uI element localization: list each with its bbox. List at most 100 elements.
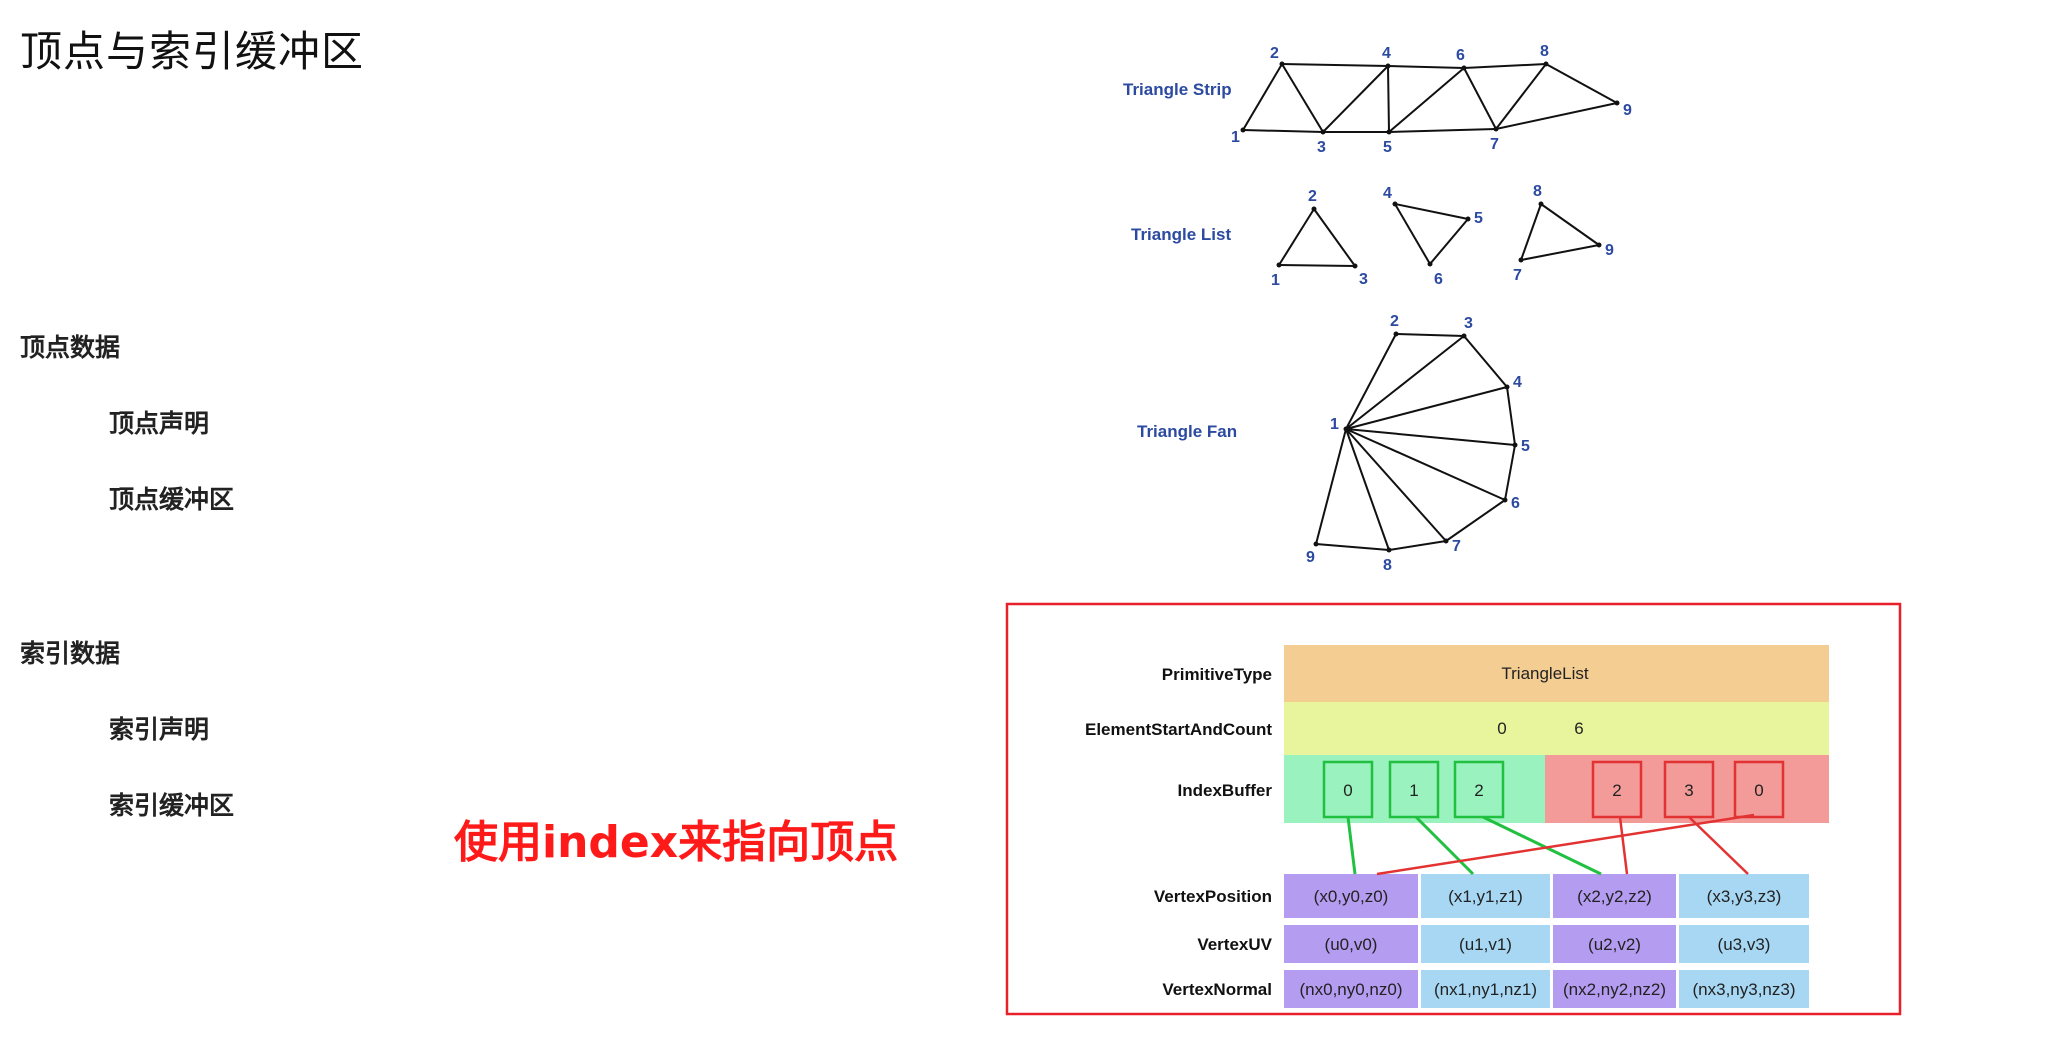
vertex-cell-value: (u1,v1) — [1459, 935, 1512, 954]
index-value: 0 — [1754, 781, 1763, 800]
vertex-dot — [1493, 126, 1499, 132]
outline-vertex-data: 顶点数据 — [20, 333, 121, 362]
vertex-label: 2 — [1270, 45, 1279, 62]
edge — [1345, 428, 1506, 501]
edge — [1388, 67, 1465, 133]
vertex-label: 3 — [1464, 315, 1473, 332]
vertex-label: 7 — [1490, 136, 1499, 153]
edge — [1315, 543, 1390, 551]
vertex-label: 5 — [1383, 139, 1392, 156]
edge — [1278, 264, 1356, 267]
edge — [1388, 128, 1497, 133]
vertex-label: 6 — [1511, 495, 1520, 512]
edge — [1345, 386, 1508, 430]
vertex-label: 4 — [1383, 185, 1392, 202]
row-label: PrimitiveType — [1162, 665, 1272, 684]
vertex-label: 6 — [1434, 271, 1443, 288]
vertex-cell-value: (x2,y2,z2) — [1577, 887, 1652, 906]
outline-index-data: 索引数据 — [20, 639, 121, 668]
vertex-label: 1 — [1330, 416, 1339, 433]
index-box — [1591, 760, 1643, 819]
edge — [1463, 63, 1547, 69]
vertex-dot — [1311, 206, 1317, 212]
vertex-dot — [1386, 129, 1392, 135]
vertex-cell — [1553, 874, 1676, 918]
vertex-cell — [1421, 970, 1550, 1008]
edge — [1395, 333, 1465, 337]
edge — [1278, 208, 1315, 266]
element-count: 6 — [1574, 719, 1583, 738]
vertex-dot — [1543, 61, 1549, 67]
index-link-red — [1688, 816, 1749, 875]
index-value: 2 — [1612, 781, 1621, 800]
vertex-label: 3 — [1359, 271, 1368, 288]
vertex-dot — [1461, 333, 1467, 339]
vertex-dot — [1504, 384, 1510, 390]
vertex-label: 4 — [1513, 374, 1522, 391]
vertex-dot — [1385, 63, 1391, 69]
vertex-dot — [1276, 262, 1282, 268]
vertex-label: 5 — [1474, 210, 1483, 227]
vertex-dot — [1392, 201, 1398, 207]
edge — [1281, 63, 1389, 67]
outline-index-buffer: 索引缓冲区 — [109, 791, 235, 820]
vertex-dot — [1465, 216, 1471, 222]
topology-label-strip: Triangle Strip — [1123, 80, 1232, 99]
index-link-green — [1482, 815, 1602, 876]
index-link-red — [1376, 813, 1755, 876]
index-note: 使用index来指向顶点 — [454, 817, 899, 868]
vertex-label: 9 — [1623, 102, 1632, 119]
vertex-label: 8 — [1533, 183, 1542, 200]
index-value: 0 — [1343, 781, 1352, 800]
edge — [1540, 203, 1600, 246]
highlight-frame — [1005, 602, 1902, 1016]
vertex-cell — [1284, 925, 1418, 963]
vertex-cell — [1284, 970, 1418, 1008]
index-value: 2 — [1474, 781, 1483, 800]
index-value: 3 — [1684, 781, 1693, 800]
edge — [1242, 129, 1324, 133]
vertex-cell-value: (x3,y3,z3) — [1707, 887, 1782, 906]
edge — [1504, 444, 1516, 501]
edge — [1242, 63, 1283, 131]
vertex-cell-value: (nx1,ny1,nz1) — [1434, 980, 1537, 999]
vertex-cell — [1553, 970, 1676, 1008]
row-label: IndexBuffer — [1178, 781, 1273, 800]
vertex-label: 7 — [1513, 267, 1522, 284]
vertex-dot — [1502, 497, 1508, 503]
edge — [1545, 63, 1618, 104]
vertex-dot — [1538, 201, 1544, 207]
vertex-dot — [1596, 242, 1602, 248]
edge — [1463, 335, 1508, 388]
edge — [1394, 203, 1431, 265]
row-label: VertexNormal — [1162, 980, 1272, 999]
edge — [1495, 63, 1547, 130]
index-link-green — [1346, 816, 1357, 875]
row-label: ElementStartAndCount — [1085, 720, 1272, 739]
edge — [1313, 208, 1356, 267]
vertex-label: 4 — [1382, 45, 1391, 62]
edge — [1506, 386, 1516, 446]
outline-index-declaration: 索引声明 — [109, 715, 210, 744]
vertex-cell-value: (nx0,ny0,nz0) — [1300, 980, 1403, 999]
vertex-label: 7 — [1452, 538, 1461, 555]
vertex-dot — [1614, 100, 1620, 106]
vertex-dot — [1313, 541, 1319, 547]
edge — [1429, 218, 1469, 265]
vertex-cell — [1284, 874, 1418, 918]
vertex-cell-value: (u3,v3) — [1718, 935, 1771, 954]
edge — [1315, 428, 1347, 545]
vertex-cell-value: (u0,v0) — [1325, 935, 1378, 954]
vertex-cell — [1679, 874, 1809, 918]
index-value: 1 — [1409, 781, 1418, 800]
vertex-label: 6 — [1456, 47, 1465, 64]
vertex-label: 8 — [1540, 43, 1549, 60]
index-link-green — [1414, 815, 1475, 876]
index-link-red — [1618, 816, 1629, 875]
primitive-type-cell — [1284, 645, 1829, 702]
outline-vertex-declaration: 顶点声明 — [109, 409, 210, 438]
vertex-dot — [1461, 65, 1467, 71]
vertex-cell-value: (nx3,ny3,nz3) — [1693, 980, 1796, 999]
vertex-dot — [1320, 129, 1326, 135]
